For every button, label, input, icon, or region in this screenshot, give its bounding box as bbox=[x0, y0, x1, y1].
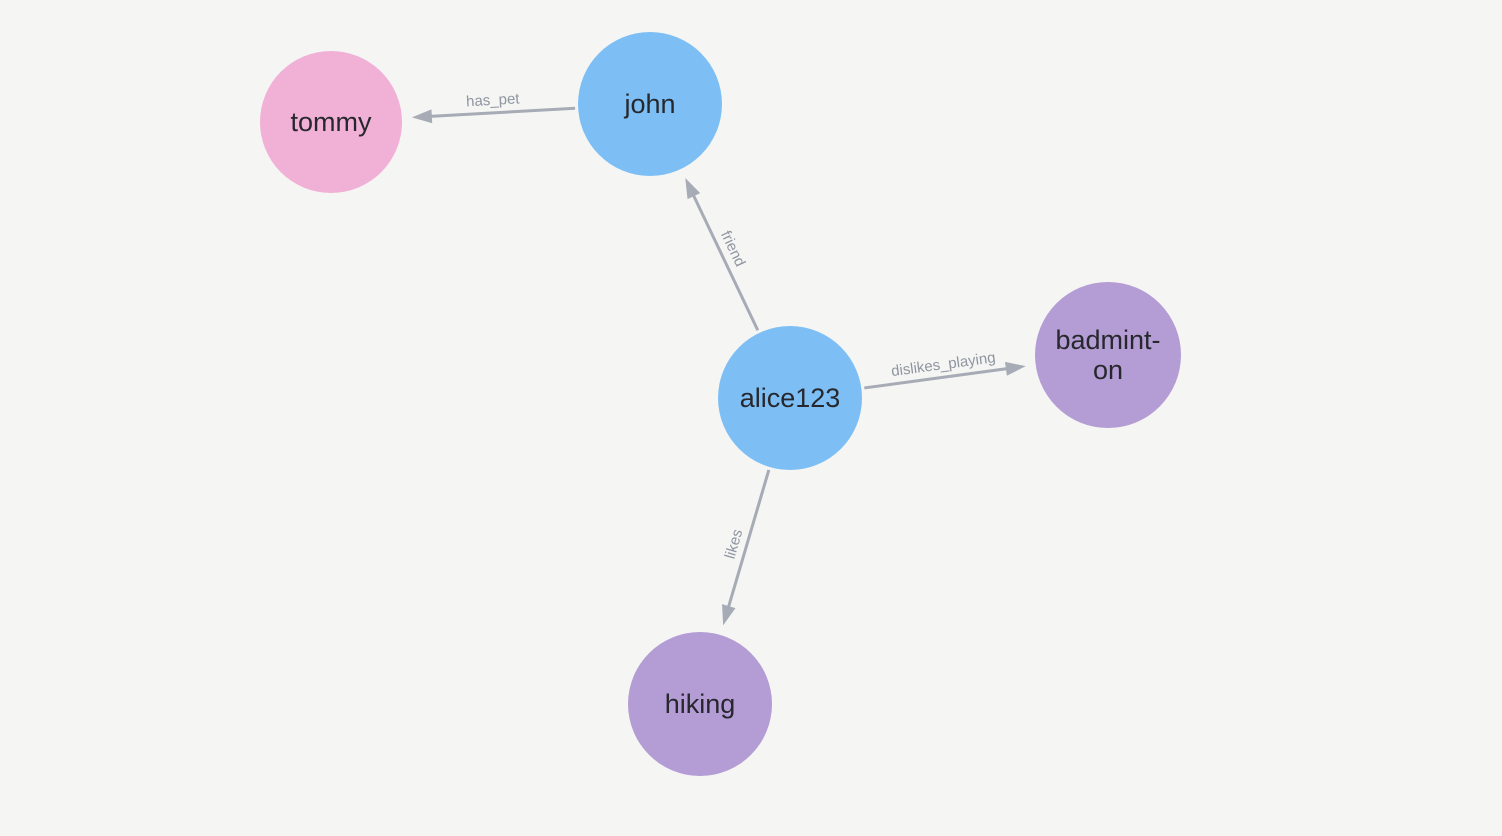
edge-arrowhead[interactable] bbox=[722, 604, 736, 626]
edge-john-tommy[interactable]: has_pet bbox=[411, 90, 576, 124]
node-circle[interactable] bbox=[718, 326, 862, 470]
node-circle[interactable] bbox=[628, 632, 772, 776]
node-badminton[interactable]: badmint-on bbox=[1035, 282, 1181, 428]
node-circle[interactable] bbox=[578, 32, 722, 176]
edge-line[interactable] bbox=[690, 191, 760, 331]
node-circle[interactable] bbox=[260, 51, 402, 193]
edge-arrowhead[interactable] bbox=[411, 109, 433, 124]
edge-alice123-hiking[interactable]: likes bbox=[722, 469, 771, 626]
edge-line[interactable] bbox=[726, 469, 771, 611]
edge-arrowhead[interactable] bbox=[1004, 361, 1026, 376]
edge-alice123-john[interactable]: friend bbox=[685, 178, 760, 331]
node-alice123[interactable]: alice123 bbox=[718, 326, 862, 470]
edge-line[interactable] bbox=[864, 366, 1011, 390]
edge-arrowhead[interactable] bbox=[685, 178, 701, 200]
node-john[interactable]: john bbox=[578, 32, 722, 176]
edge-label[interactable]: friend bbox=[717, 228, 748, 269]
edge-label[interactable]: dislikes_playing bbox=[890, 349, 996, 380]
edge-label[interactable]: has_pet bbox=[466, 90, 521, 110]
edge-line[interactable] bbox=[427, 106, 576, 119]
node-hiking[interactable]: hiking bbox=[628, 632, 772, 776]
node-tommy[interactable]: tommy bbox=[260, 51, 402, 193]
node-circle[interactable] bbox=[1035, 282, 1181, 428]
edge-alice123-badminton[interactable]: dislikes_playing bbox=[864, 349, 1026, 390]
